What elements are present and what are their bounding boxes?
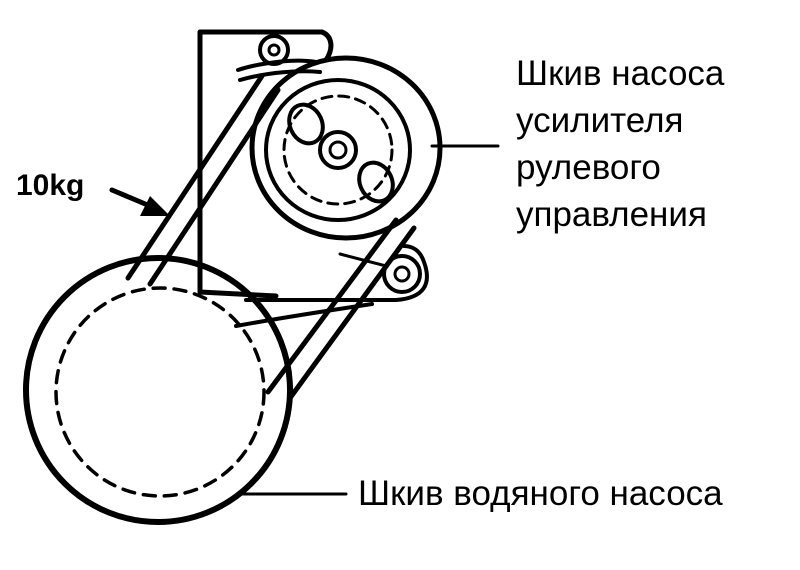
pump-bracket <box>197 29 334 299</box>
water-pump-pulley <box>23 255 293 525</box>
lower-bolt <box>338 252 422 294</box>
power-steering-pulley-label-line-4: управления <box>516 195 707 234</box>
water-pump-pulley-label: Шкив водяного насоса <box>358 474 723 513</box>
power-steering-pulley-label-line-1: Шкив насоса <box>516 54 725 93</box>
power-steering-pulley <box>249 55 443 241</box>
force-label: 10kg <box>16 169 85 202</box>
power-steering-pulley-label: Шкив насоса усилителя рулевого управлени… <box>516 50 724 238</box>
force-arrow <box>109 187 170 216</box>
upper-bolt <box>236 34 322 82</box>
power-steering-pulley-label-line-2: усилителя <box>516 101 684 140</box>
power-steering-pulley-label-line-3: рулевого <box>516 148 661 187</box>
